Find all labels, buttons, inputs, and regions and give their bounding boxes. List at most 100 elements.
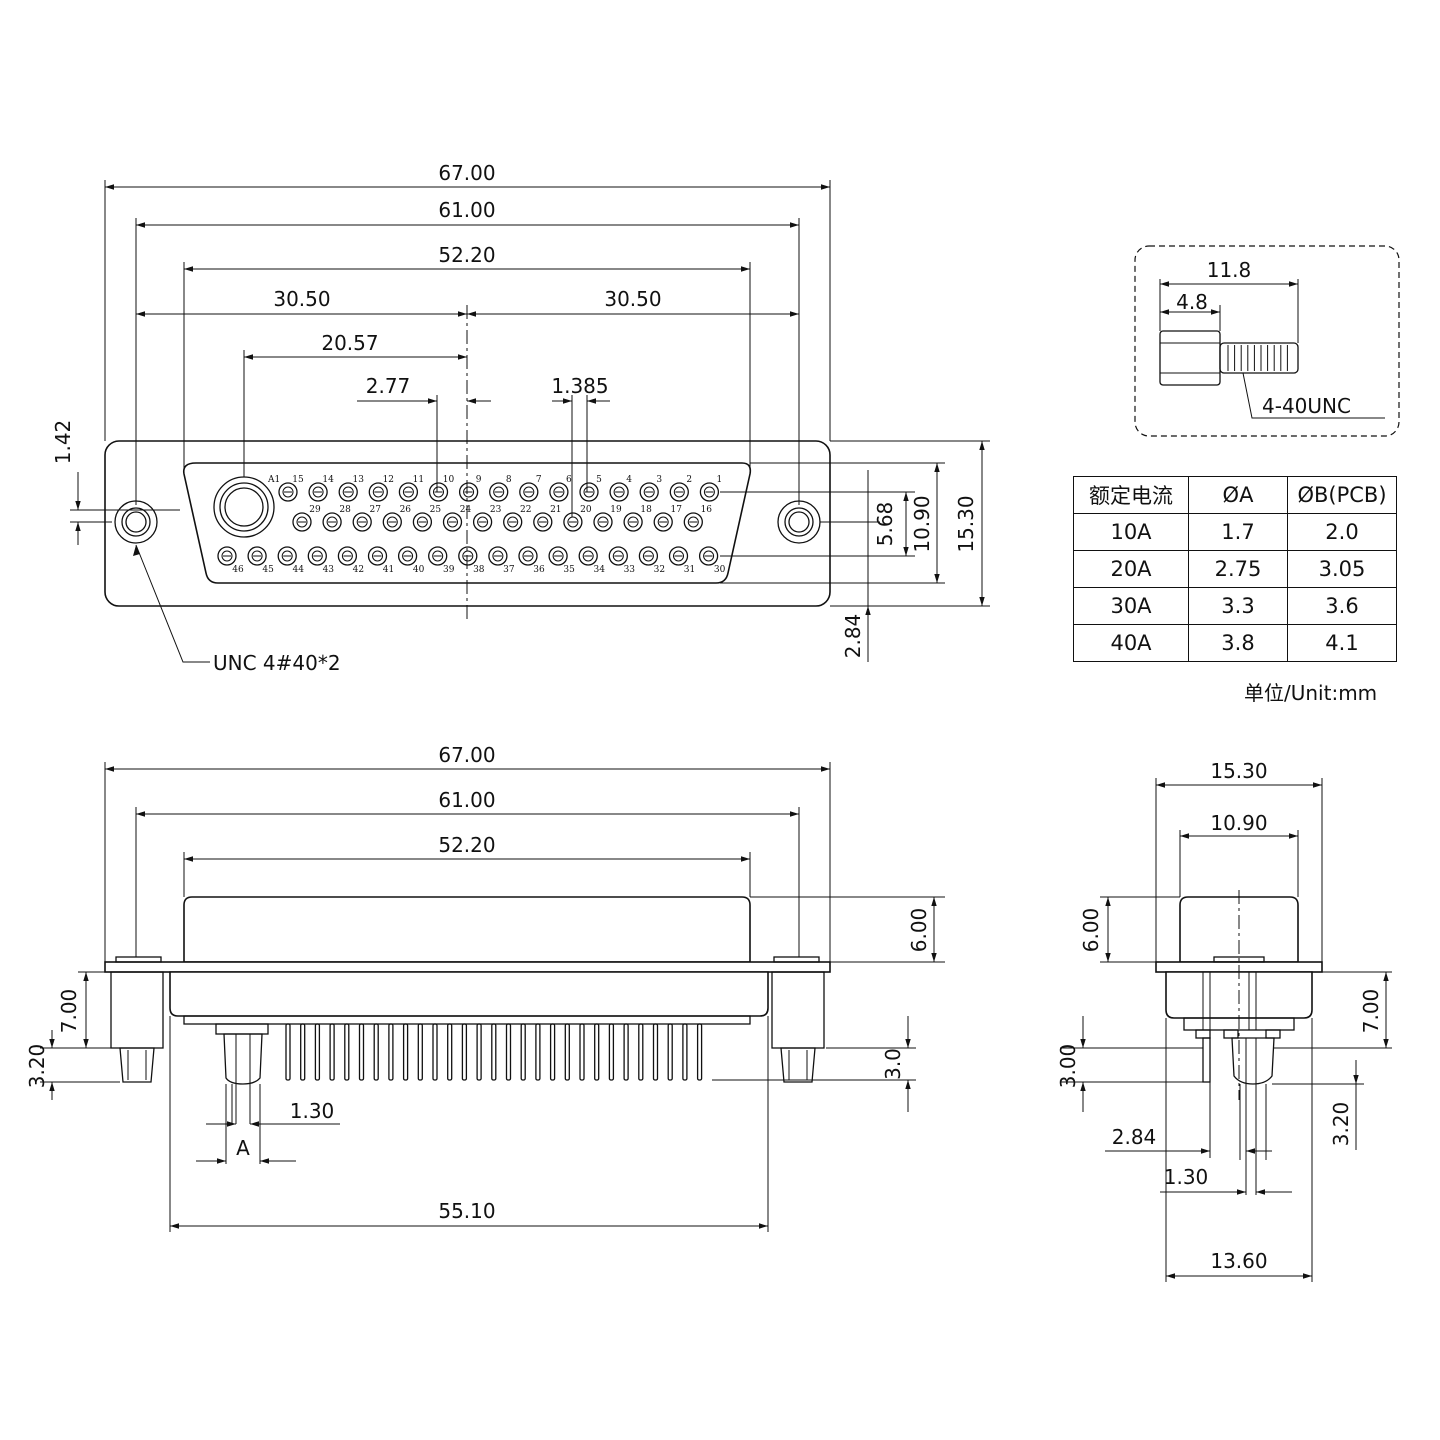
- dim-row-spacing: 5.68: [873, 502, 897, 547]
- signal-pin: [518, 546, 538, 566]
- signal-pin: [458, 482, 479, 502]
- dim-side-shell-width: 52.20: [438, 833, 495, 857]
- signal-pin: [428, 546, 448, 566]
- signal-pin-bore: [492, 550, 504, 562]
- table-header-cell: 额定电流: [1073, 476, 1189, 514]
- dim-side-hole-pitch: 61.00: [438, 788, 495, 812]
- dim-front-half-right: 30.50: [604, 287, 661, 311]
- pin-number: 27: [369, 505, 381, 515]
- side-pin: [432, 1023, 438, 1081]
- signal-pin-bore: [687, 516, 699, 528]
- table-cell: 10A: [1073, 513, 1189, 551]
- pin-number: 30: [714, 565, 726, 575]
- pin-number: 36: [533, 565, 545, 575]
- signal-pin: [533, 512, 553, 532]
- dim-side-post-length: 3.20: [25, 1044, 49, 1089]
- signal-pin: [668, 546, 689, 566]
- signal-pin-bore: [507, 516, 519, 528]
- signal-pin: [278, 482, 298, 502]
- pin-number: 14: [322, 475, 334, 485]
- signal-pin: [489, 482, 509, 502]
- signal-pin: [669, 482, 689, 502]
- signal-pin: [472, 512, 493, 532]
- power-pin-label: A1: [267, 475, 280, 485]
- signal-pin-bore: [583, 486, 595, 498]
- side-pin: [594, 1023, 600, 1081]
- signal-pin: [638, 546, 659, 566]
- signal-pin-bore: [703, 486, 715, 498]
- side-pin: [535, 1023, 541, 1081]
- table-cell: 20A: [1073, 550, 1189, 588]
- signal-pin: [247, 546, 267, 566]
- side-pin: [696, 1023, 703, 1081]
- dim-end-shell-depth: 6.00: [1079, 908, 1103, 953]
- pin-number: 37: [503, 565, 515, 575]
- dim-end-row-offset: 2.84: [1112, 1125, 1157, 1149]
- side-pin: [388, 1023, 394, 1081]
- signal-pin-bore: [613, 486, 625, 498]
- signal-pin-bore: [386, 516, 398, 528]
- pin-number: 40: [413, 565, 425, 575]
- signal-pin-bore: [402, 550, 414, 562]
- side-pin: [329, 1023, 335, 1081]
- side-pin: [300, 1023, 306, 1081]
- pin-number: 42: [353, 565, 364, 575]
- pin-number: 46: [232, 565, 244, 575]
- unit-note: 单位/Unit:mm: [1244, 681, 1378, 705]
- pin-number: 20: [580, 505, 592, 515]
- signal-pin-bore: [553, 486, 565, 498]
- screw-detail-frame: [1134, 245, 1400, 437]
- signal-pin-bore: [312, 486, 324, 498]
- signal-pin: [338, 482, 358, 502]
- table-cell: 3.3: [1188, 587, 1288, 625]
- signal-pin-bore: [221, 550, 233, 562]
- pin-number: 21: [550, 505, 561, 515]
- signal-pin-bore: [493, 486, 505, 498]
- pin-number: 11: [413, 475, 424, 485]
- signal-pin-bore: [281, 550, 293, 562]
- dim-hole-offset: 1.42: [51, 420, 75, 465]
- signal-pin: [337, 546, 358, 566]
- signal-pin-bore: [673, 486, 685, 498]
- signal-pin-bore: [537, 516, 549, 528]
- table-header-cell: ØB(PCB): [1287, 476, 1397, 514]
- signal-pin: [367, 546, 388, 566]
- pin-number: 19: [610, 505, 622, 515]
- dim-screw-length: 11.8: [1207, 258, 1252, 282]
- side-pin: [608, 1023, 615, 1081]
- signal-pin: [308, 482, 328, 502]
- table-cell: 30A: [1073, 587, 1189, 625]
- dim-hex-length: 4.8: [1176, 290, 1208, 314]
- signal-pin-bore: [416, 516, 428, 528]
- pin-number: 38: [473, 565, 485, 575]
- dim-power-pin-offset: 20.57: [321, 331, 378, 355]
- signal-pin: [428, 482, 449, 502]
- table-row: 10A 1.7 2.0: [1073, 513, 1397, 551]
- dim-end-body-depth: 7.00: [1359, 989, 1383, 1034]
- signal-pin: [519, 482, 539, 502]
- table-cell: 3.8: [1188, 624, 1288, 662]
- signal-pin: [623, 512, 643, 532]
- signal-pin-bore: [612, 550, 624, 562]
- side-pin: [623, 1023, 629, 1081]
- signal-pin: [609, 482, 629, 502]
- signal-pin: [653, 512, 673, 532]
- signal-pin-bore: [642, 550, 654, 562]
- pin-number: 13: [352, 475, 364, 485]
- side-power-tail: [223, 1033, 263, 1085]
- side-pin: [491, 1023, 497, 1081]
- pin-number: 39: [443, 565, 455, 575]
- signal-pin: [352, 512, 372, 532]
- pin-number: 33: [624, 565, 636, 575]
- table-cell: 4.1: [1287, 624, 1397, 662]
- signal-pin-bore: [282, 486, 294, 498]
- hex-standoff: [1159, 330, 1221, 386]
- signal-pin-bore: [341, 550, 353, 562]
- signal-pin: [488, 546, 508, 566]
- pin-number: 44: [292, 565, 304, 575]
- signal-pin-bore: [296, 516, 308, 528]
- pin-number: 1: [717, 475, 723, 485]
- side-pin: [461, 1023, 468, 1081]
- side-view: 67.00 61.00 52.20 6.00 7.00 3.20 3.0: [25, 743, 945, 1232]
